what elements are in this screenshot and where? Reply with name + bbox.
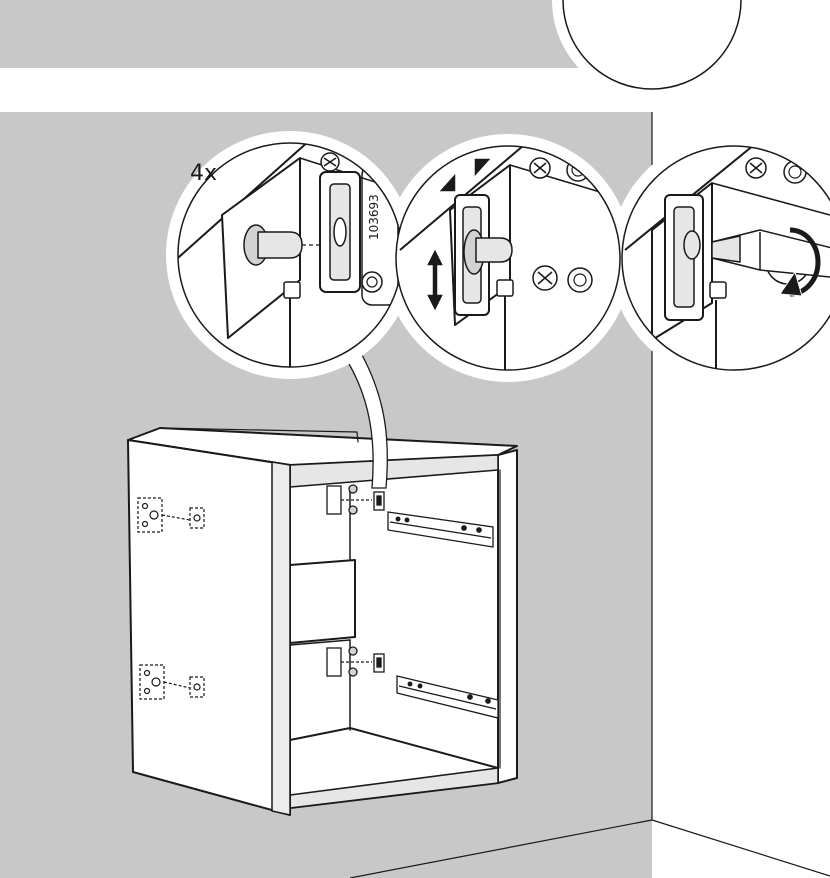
part-number-label: 103693 [367,194,381,240]
detail-callout-3 [622,146,830,370]
previous-step-magnifier [552,0,752,100]
cabinet [127,427,518,816]
right-panel-fittings [326,484,499,719]
upper-left-fitting [137,497,205,533]
cabinet-middle-rail [289,559,356,644]
left-panel-fittings [137,497,205,700]
quantity-label: 4x [190,161,217,186]
double-arrow-horizontal-icon [436,157,494,193]
cabinet-left-panel [127,439,291,816]
lower-left-fitting [139,664,205,700]
previous-step-panel [0,0,652,68]
rotate-arrow-icon [789,227,821,297]
cabinet-right-panel [497,449,518,784]
detail-callout-1 [178,143,402,367]
lower-right-fitting [326,646,499,719]
dowel-icon [257,231,303,259]
upper-right-fitting [326,484,494,548]
screwdriver-icon [711,229,830,279]
double-arrow-vertical-icon [424,246,446,314]
callout-pointer [347,354,388,489]
